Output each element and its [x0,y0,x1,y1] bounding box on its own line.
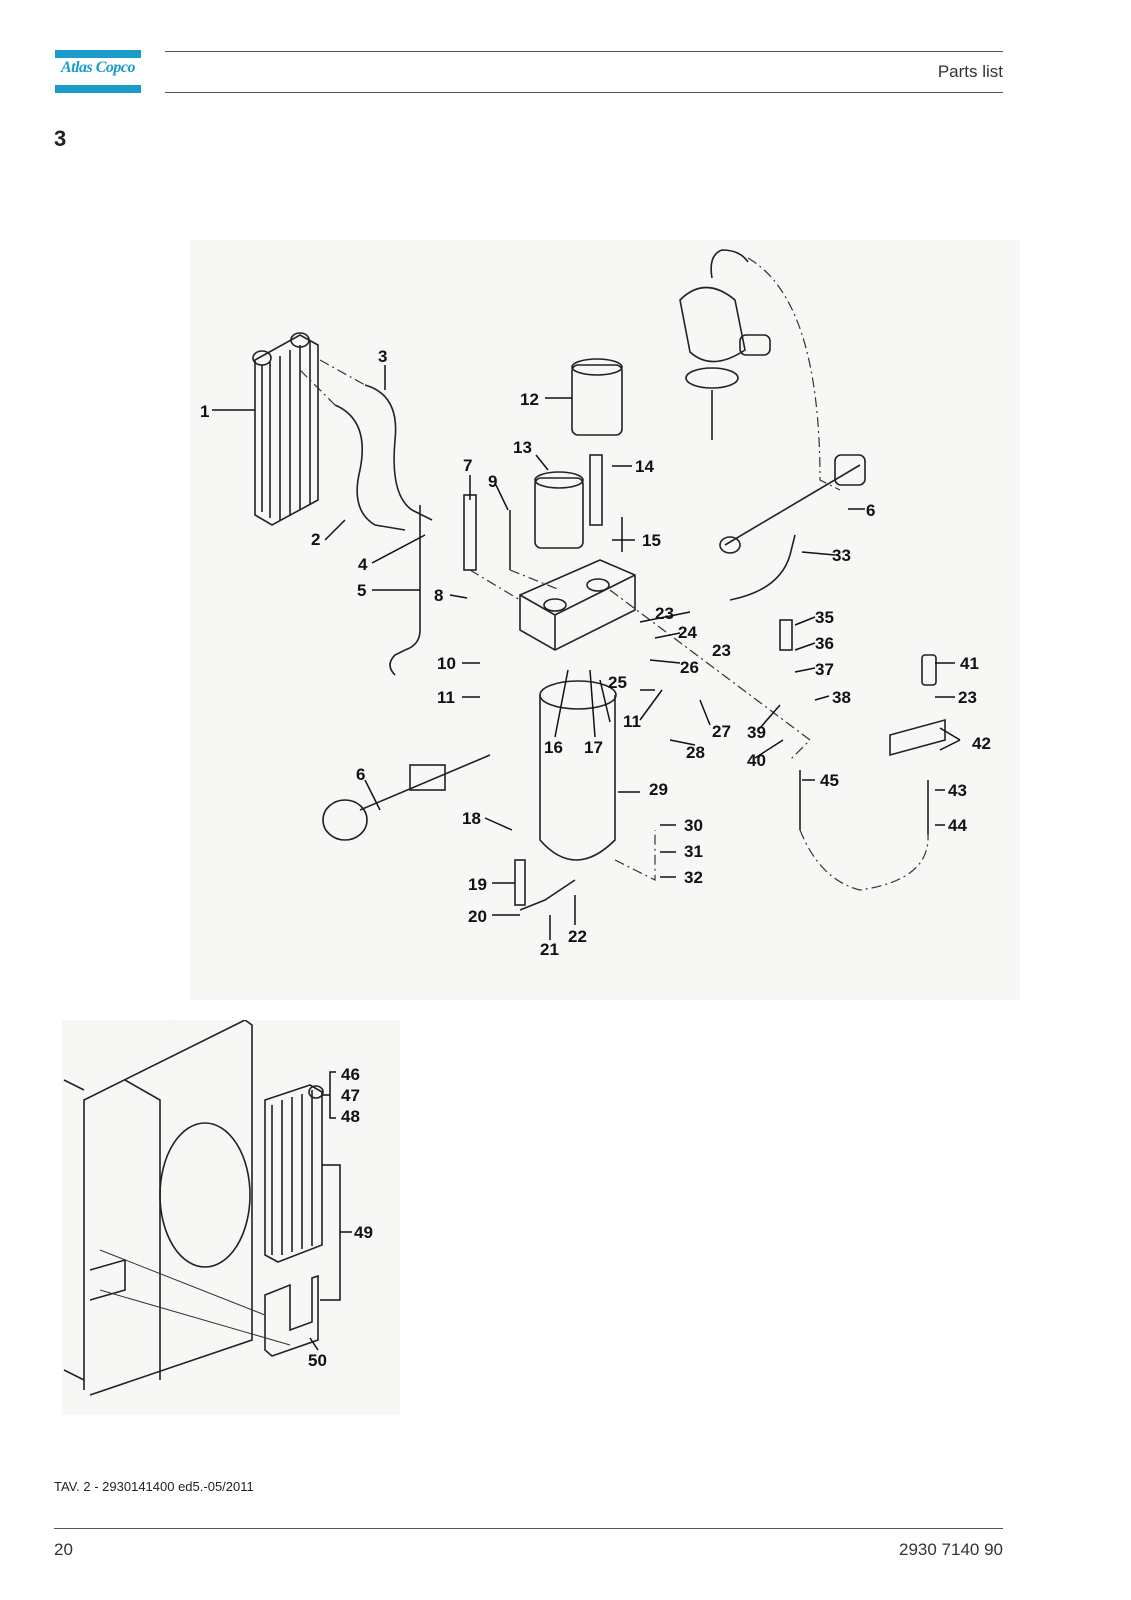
callout-21: 21 [540,940,559,959]
callout-42: 42 [972,734,991,753]
callout-40: 40 [747,751,766,770]
cooler-panel-artwork: 46 47 48 49 50 [63,999,373,1396]
callout-10: 10 [437,654,456,673]
drawing-reference: TAV. 2 - 2930141400 ed5.-05/2011 [54,1479,254,1494]
section-title: Parts list [937,62,1003,81]
callout-9: 9 [488,472,497,491]
callout-29: 29 [649,780,668,799]
callout-48: 48 [341,1107,360,1126]
footer-rule [54,1528,1003,1529]
callout-26: 26 [680,658,699,677]
callout-6-upper: 6 [866,501,875,520]
callout-11-right: 11 [623,712,641,731]
callout-18: 18 [462,809,481,828]
callout-8: 8 [434,586,443,605]
callout-17: 17 [584,738,603,757]
page-section-number: 3 [54,126,67,151]
callout-7: 7 [463,456,472,475]
callout-46: 46 [341,1065,360,1084]
callout-31: 31 [684,842,703,861]
callout-23-b: 23 [712,641,731,660]
callout-24: 24 [678,623,697,642]
callout-39: 39 [747,723,766,742]
callout-13: 13 [513,438,532,457]
callout-41: 41 [960,654,979,673]
callout-4: 4 [358,555,368,574]
callout-32: 32 [684,868,703,887]
callout-27: 27 [712,722,731,741]
cooler-panel-diagram: 46 47 48 49 50 [62,999,400,1415]
logo-bar-top [55,50,141,58]
callout-47: 47 [341,1086,360,1105]
callout-50: 50 [308,1351,327,1370]
atlas-copco-logo: Atlas Copco [55,50,141,94]
callout-12: 12 [520,390,539,409]
callout-14: 14 [635,457,654,476]
callout-6-lower: 6 [356,765,365,784]
callout-25: 25 [608,673,627,692]
callout-36: 36 [815,634,834,653]
callout-5: 5 [357,581,366,600]
callout-22: 22 [568,927,587,946]
callout-49: 49 [354,1223,373,1242]
callout-43: 43 [948,781,967,800]
logo-bar-bottom [55,85,141,93]
callout-28: 28 [686,743,705,762]
callout-44: 44 [948,816,967,835]
diagram-artwork: 1 2 3 4 5 6 7 8 9 10 11 12 13 14 15 16 1… [200,249,991,959]
callout-19: 19 [468,875,487,894]
exploded-parts-diagram: 1 2 3 4 5 6 7 8 9 10 11 12 13 14 15 16 1… [190,240,1020,1000]
callout-3: 3 [378,347,387,366]
header-bottom-rule [165,92,1003,93]
callout-2: 2 [311,530,320,549]
callout-30: 30 [684,816,703,835]
logo-wordmark: Atlas Copco [60,59,136,76]
callout-23-c: 23 [958,688,977,707]
callout-45: 45 [820,771,839,790]
header-top-rule [165,51,1003,52]
callout-15: 15 [642,531,661,550]
page-number: 20 [54,1540,73,1559]
callout-16: 16 [544,738,563,757]
callout-37: 37 [815,660,834,679]
callout-1: 1 [200,402,209,421]
document-number: 2930 7140 90 [899,1540,1003,1559]
callout-23-a: 23 [655,604,674,623]
callout-33: 33 [832,546,851,565]
callout-35: 35 [815,608,834,627]
callout-38: 38 [832,688,851,707]
callout-20: 20 [468,907,487,926]
callout-11-left: 11 [437,688,455,707]
